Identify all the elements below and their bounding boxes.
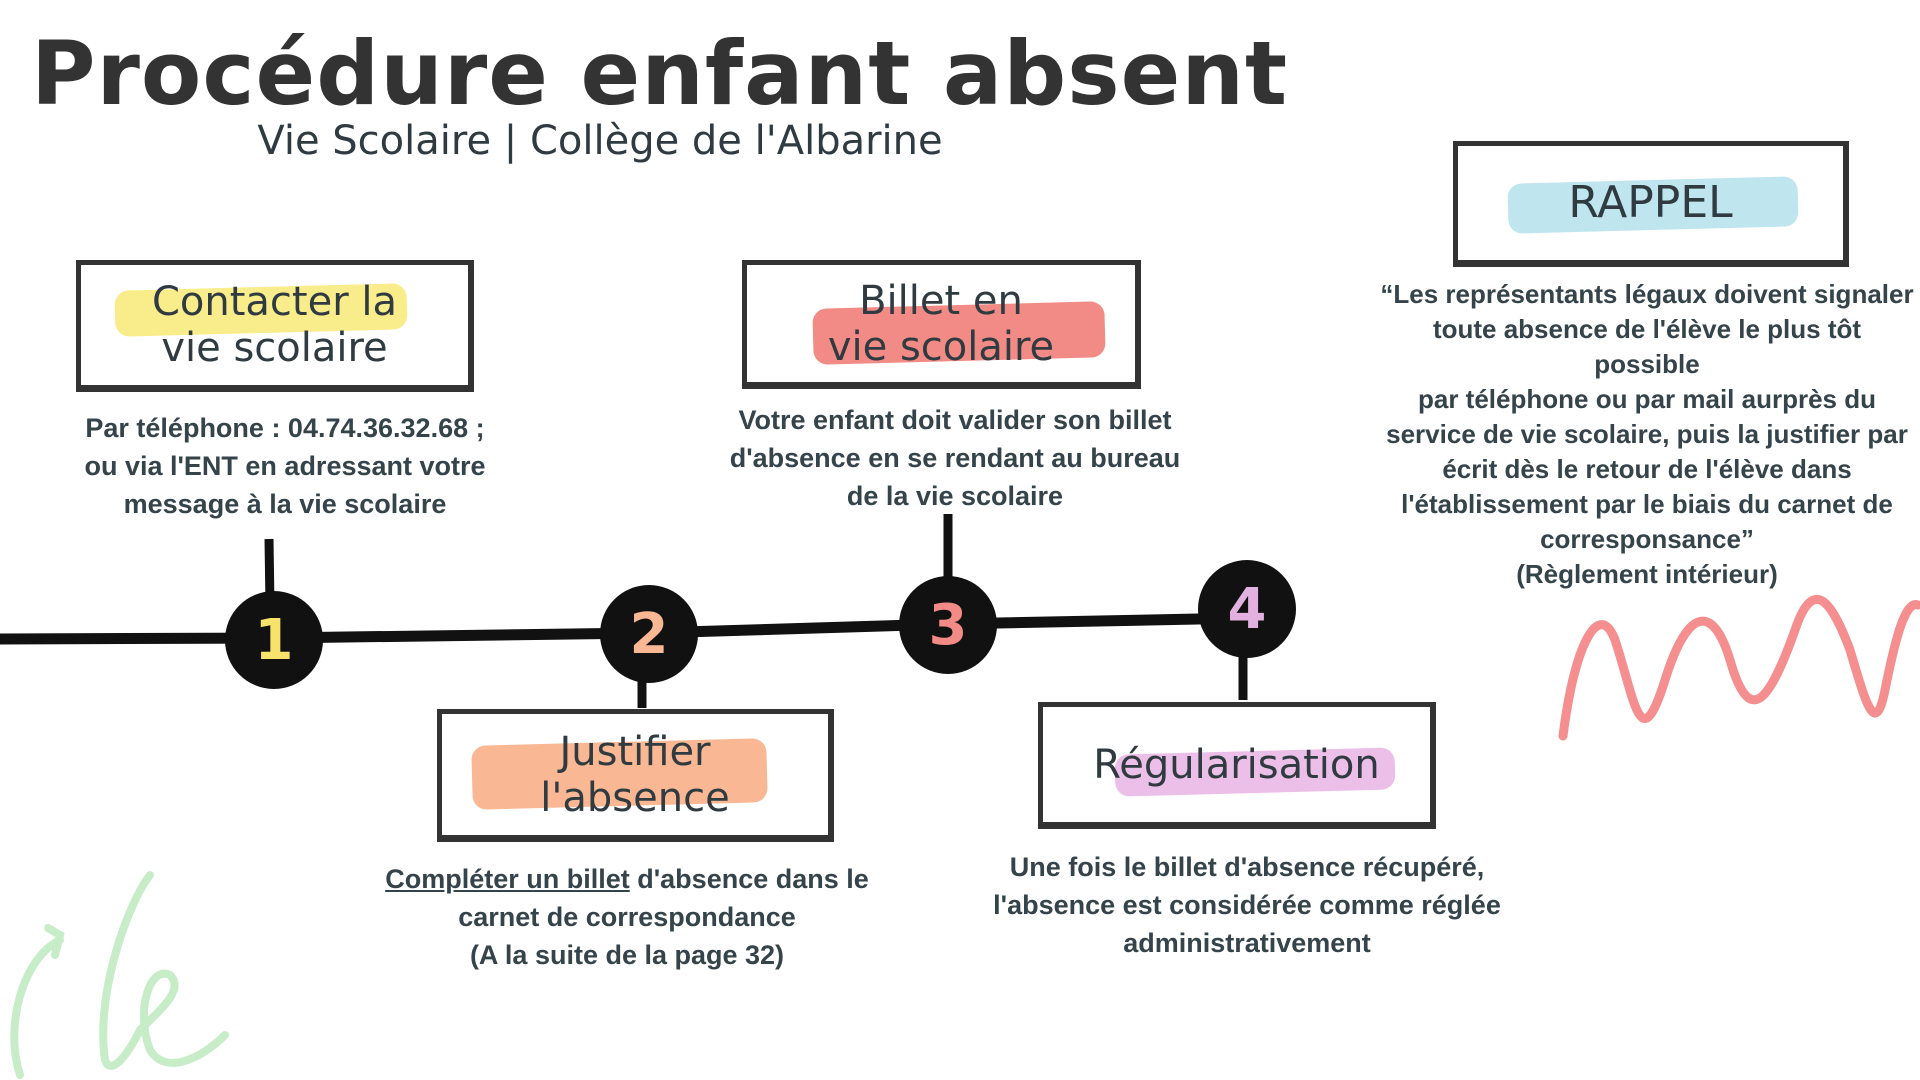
step-4-number: 4 bbox=[1227, 576, 1267, 642]
reminder-text: “Les représentants légaux doivent signal… bbox=[1380, 279, 1914, 589]
step-1-description: Par téléphone : 04.74.36.32.68 ;ou via l… bbox=[84, 413, 486, 519]
step-1-marker bbox=[225, 591, 323, 689]
step-3-marker bbox=[899, 576, 997, 674]
step-4-description: Une fois le billet d'absence récupéré,l'… bbox=[993, 852, 1501, 958]
page-title: Procédure enfant absent bbox=[31, 22, 1289, 125]
step-4-marker bbox=[1198, 560, 1296, 658]
step-2-description: Compléter un billet d'absence dans le ca… bbox=[385, 864, 869, 970]
step-2-number: 2 bbox=[629, 601, 669, 667]
step-2-marker bbox=[600, 585, 698, 683]
decorative-wave bbox=[1558, 595, 1920, 741]
step-1-number: 1 bbox=[254, 607, 294, 673]
step-3-number: 3 bbox=[928, 592, 968, 658]
page-subtitle: Vie Scolaire | Collège de l'Albarine bbox=[257, 118, 943, 164]
reminder-card: RAPPEL bbox=[1453, 141, 1849, 267]
logo-cle-icon bbox=[10, 871, 229, 1079]
reminder-title: RAPPEL bbox=[1568, 177, 1733, 228]
step-2-link[interactable]: Compléter un billet bbox=[385, 864, 630, 894]
step-4-title: Régularisation bbox=[1093, 741, 1380, 788]
step-4-card: Régularisation bbox=[1038, 702, 1436, 829]
